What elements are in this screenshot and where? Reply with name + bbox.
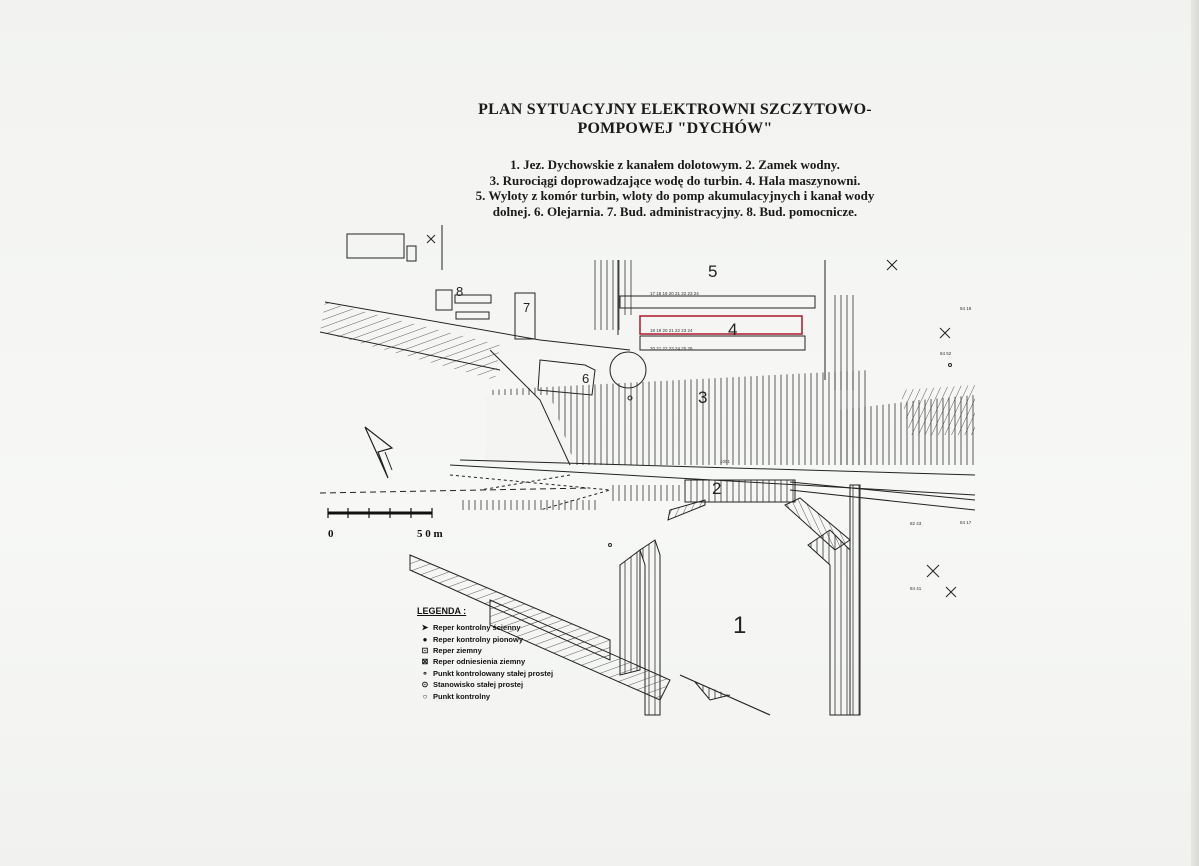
svg-text:84 41: 84 41 — [910, 586, 922, 591]
control-point-icon: ○ — [422, 691, 428, 701]
map-caption: 1. Jez. Dychowskie z kanałem dolotowym. … — [420, 157, 930, 219]
caption-line-2: 3. Rurociągi doprowadzające wodę do turb… — [489, 172, 861, 188]
wall-benchmark-icon: ➤ — [421, 623, 429, 633]
legend-item-label: Reper ziemny — [433, 645, 482, 655]
document-title: PLAN SYTUACYJNY ELEKTROWNI SZCZYTOWO- PO… — [430, 100, 920, 138]
svg-text:20 21 22 23 24 25 26: 20 21 22 23 24 25 26 — [650, 346, 693, 351]
svg-text:17 18 19 20 21 22 23 24: 17 18 19 20 21 22 23 24 — [650, 291, 699, 296]
area-label-3: 3 — [698, 388, 708, 407]
station-icon: ⊙ — [421, 680, 429, 690]
legend-item: ⊡ Reper ziemny — [417, 645, 597, 656]
controlled-point-icon: ⚬ — [421, 668, 429, 678]
site-plan: 17 18 19 20 21 22 23 24 18 19 20 21 22 2… — [310, 220, 1000, 725]
sheet-edge — [1191, 0, 1199, 866]
legend-item-label: Punkt kontrolny — [433, 691, 491, 701]
area-label-7: 7 — [523, 300, 531, 315]
title-line-2: POMPOWEJ "DYCHÓW" — [577, 120, 773, 137]
area-label-6: 6 — [582, 371, 590, 386]
scale-bar — [322, 505, 462, 545]
legend-item: ⊠ Reper odniesienia ziemny — [417, 656, 597, 667]
scale-start-label: 0 — [328, 528, 334, 540]
caption-line-1: 1. Jez. Dychowskie z kanałem dolotowym. … — [510, 157, 840, 172]
svg-text:84 52: 84 52 — [940, 351, 952, 356]
legend-item: ➤ Reper kontrolny ścienny — [417, 622, 597, 633]
legend-item: ● Reper kontrolny pionowy — [417, 633, 597, 644]
legend-item-label: Reper kontrolny ścienny — [433, 623, 521, 633]
legend-item: ○ Punkt kontrolny — [417, 690, 597, 701]
legend-item-label: Stanowisko stałej prostej — [433, 680, 524, 690]
svg-text:84 17: 84 17 — [960, 520, 972, 525]
svg-text:1001: 1001 — [720, 459, 731, 464]
area-label-1: 1 — [733, 612, 747, 639]
site-plan-drawing: 17 18 19 20 21 22 23 24 18 19 20 21 22 2… — [319, 225, 976, 716]
area-label-5: 5 — [708, 262, 718, 281]
scale-end-label: 5 0 m — [417, 528, 443, 540]
caption-line-3: 5. Wyloty z komór turbin, wloty do pomp … — [475, 188, 875, 203]
svg-text:18 19 20 21 22 23 24: 18 19 20 21 22 23 24 — [650, 328, 693, 333]
area-label-4: 4 — [728, 320, 738, 339]
scale-bar-graphic — [327, 508, 433, 518]
area-label-8: 8 — [456, 284, 464, 299]
legend: LEGENDA : ➤ Reper kontrolny ścienny ● Re… — [417, 606, 597, 702]
svg-text:84 18: 84 18 — [960, 306, 972, 311]
legend-item-label: Reper odniesienia ziemny — [433, 657, 526, 667]
caption-line-4: dolnej. 6. Olejarnia. 7. Bud. administra… — [492, 203, 858, 219]
vertical-benchmark-icon: ● — [422, 634, 428, 644]
title-line-1: PLAN SYTUACYJNY ELEKTROWNI SZCZYTOWO- — [478, 101, 872, 118]
area-label-2: 2 — [712, 479, 722, 498]
reference-benchmark-icon: ⊠ — [421, 657, 429, 667]
legend-item: ⊙ Stanowisko stałej prostej — [417, 679, 597, 690]
svg-text:82 43: 82 43 — [910, 521, 922, 526]
legend-item-label: Punkt kontrolowany stałej prostej — [433, 668, 554, 678]
legend-title: LEGENDA : — [417, 606, 467, 616]
legend-item: ⚬ Punkt kontrolowany stałej prostej — [417, 668, 597, 679]
ground-benchmark-icon: ⊡ — [421, 645, 429, 655]
legend-item-label: Reper kontrolny pionowy — [433, 634, 524, 644]
